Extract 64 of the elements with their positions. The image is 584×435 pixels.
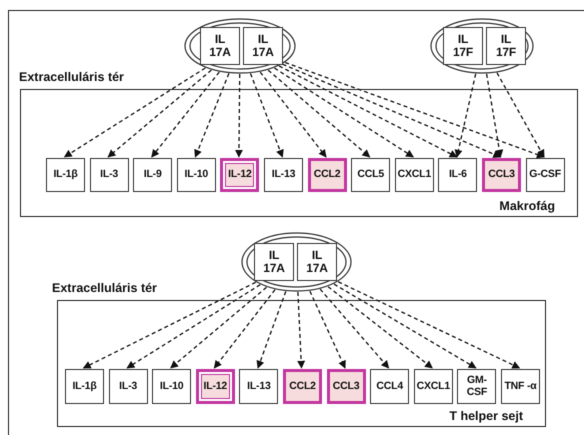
cytokine-box: G-CSF	[526, 158, 565, 192]
dashed-arrow	[486, 74, 504, 158]
cytokine-box: IL-1β	[46, 158, 85, 192]
cytokine-box: IL-10	[176, 158, 216, 192]
cell-box	[57, 300, 546, 427]
dashed-arrow	[234, 74, 243, 158]
cytokine-box: TNF -α	[501, 369, 540, 404]
dashed-arrow	[282, 64, 502, 158]
cell-box	[20, 89, 578, 217]
dashed-arrow	[108, 70, 212, 158]
dashed-arrow	[64, 67, 206, 158]
dashed-arrow	[256, 291, 286, 369]
dashed-arrow	[496, 72, 545, 158]
dashed-arrow	[250, 73, 284, 158]
cytokine-box: GM-CSF	[457, 369, 496, 404]
region-label: Extracelluláris tér	[19, 70, 124, 84]
cytokine-box: IL-13	[264, 158, 303, 192]
dashed-arrow	[268, 70, 370, 158]
double-ellipse	[184, 18, 296, 74]
cytokine-subunit-box: IL 17F	[486, 27, 526, 65]
highlighted-cytokine-box: CCL2	[283, 369, 322, 404]
dashed-arrow	[334, 284, 477, 369]
dashed-arrow	[82, 282, 256, 369]
highlighted-cytokine-box: IL-12	[220, 158, 260, 192]
cytokine-box: CCL5	[351, 158, 390, 192]
cell-label: Makrofág	[499, 199, 555, 213]
dashed-arrow	[284, 62, 545, 158]
cytokine-box: IL-1β	[65, 369, 104, 404]
dashed-arrow	[126, 284, 261, 369]
cytokine-box: IL-6	[438, 158, 478, 192]
highlighted-cytokine-box: CCL3	[326, 369, 366, 404]
dashed-arrow	[454, 74, 476, 158]
double-ellipse	[430, 18, 534, 74]
cytokine-subunit-box: IL 17A	[297, 243, 337, 281]
dashed-arrow	[194, 73, 230, 158]
cytokine-subunit-box: IL 17F	[443, 27, 483, 65]
cytokine-subunit-box: IL 17A	[200, 27, 240, 65]
highlighted-cytokine-box: IL-12	[196, 369, 235, 404]
cytokine-subunit-box: IL 17A	[254, 243, 294, 281]
cytokine-box: CCL4	[370, 369, 410, 404]
dashed-arrow	[297, 292, 306, 369]
cytokine-box: IL-3	[90, 158, 129, 192]
cytokine-box: IL-13	[239, 369, 278, 404]
dashed-arrow	[309, 290, 346, 369]
cytokine-box: CXCL1	[394, 158, 434, 192]
dashed-arrow	[170, 286, 267, 369]
dashed-arrow	[320, 288, 390, 369]
cytokine-box: IL-3	[108, 369, 148, 404]
dashed-arrow	[274, 68, 414, 158]
region-label: Extracelluláris tér	[52, 281, 157, 295]
dashed-arrow	[260, 72, 327, 158]
dashed-arrow	[328, 286, 433, 369]
dashed-arrow	[338, 281, 520, 369]
cytokine-box: IL-10	[152, 369, 192, 404]
cytokine-box: CXCL1	[414, 369, 453, 404]
cell-label: T helper sejt	[449, 409, 523, 423]
double-ellipse	[241, 232, 352, 292]
highlighted-cytokine-box: CCL3	[482, 158, 521, 192]
cytokine-box: IL-9	[133, 158, 172, 192]
cytokine-subunit-box: IL 17A	[243, 27, 283, 65]
dashed-arrow	[214, 289, 276, 369]
dashed-arrow	[151, 72, 220, 158]
dashed-arrow	[278, 65, 458, 158]
highlighted-cytokine-box: CCL2	[308, 158, 347, 192]
